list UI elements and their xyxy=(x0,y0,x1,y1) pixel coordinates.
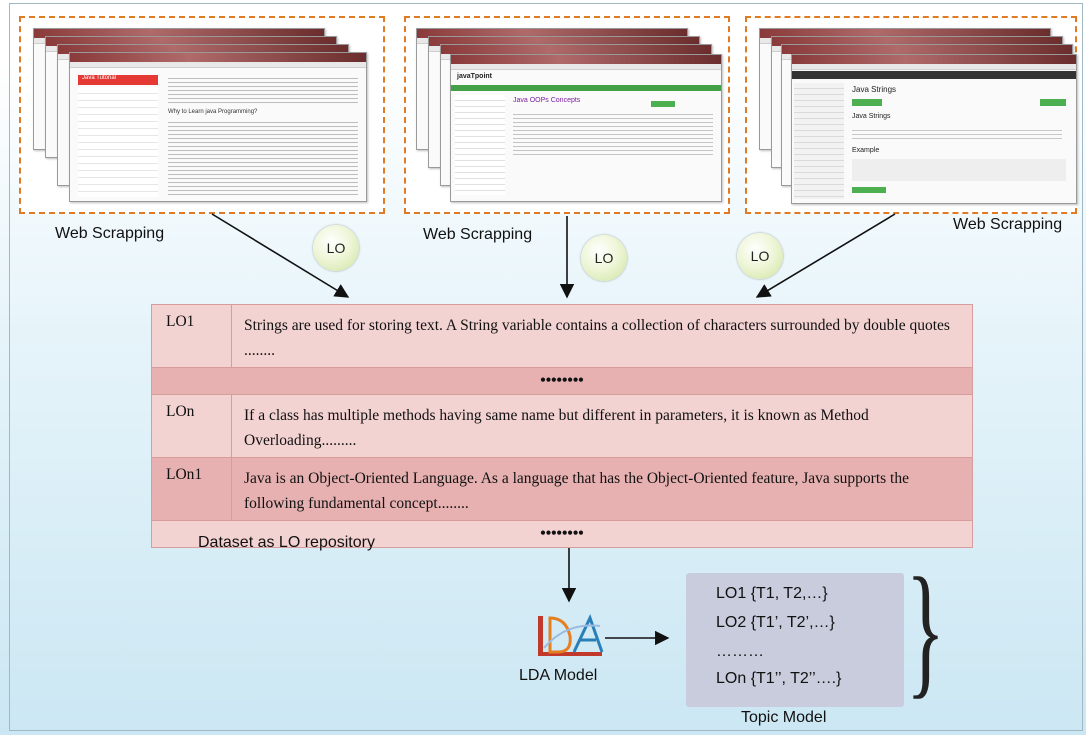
lo-badge-middle: LO xyxy=(581,235,627,281)
lo-badge-right: LO xyxy=(737,233,783,279)
table-row: LOn If a class has multiple methods havi… xyxy=(151,394,973,458)
outer-frame xyxy=(9,3,1083,731)
caption-dataset-repository: Dataset as LO repository xyxy=(198,534,375,551)
caption-web-scrapping-left: Web Scrapping xyxy=(55,225,165,242)
table-row: LO1 Strings are used for storing text. A… xyxy=(151,304,973,368)
lo-text-cell: If a class has multiple methods having s… xyxy=(231,394,973,458)
lo-id-cell: LOn1 xyxy=(151,457,232,521)
caption-lda-model: LDA Model xyxy=(519,667,598,684)
thumb-heading: Java OOPs Concepts xyxy=(513,97,581,104)
screenshot-main: Java Strings Java Strings Example xyxy=(791,54,1077,204)
arrow-left-to-repository xyxy=(211,213,350,298)
lo-repository-table: LO1 Strings are used for storing text. A… xyxy=(151,304,973,548)
separator-row: •••••••• xyxy=(151,520,973,548)
lo-text-cell: Strings are used for storing text. A Str… xyxy=(231,304,973,368)
separator-row: •••••••• xyxy=(151,367,973,395)
screenshot-main: javaTpoint Java OOPs Concepts xyxy=(450,54,722,202)
lo-text-cell: Java is an Object-Oriented Language. As … xyxy=(231,457,973,521)
caption-web-scrapping-right: Web Scrapping xyxy=(953,216,1063,233)
table-row: LOn1 Java is an Object-Oriented Language… xyxy=(151,457,973,521)
topic-line: LO2 {T1’, T2’,…} xyxy=(716,614,835,631)
topic-model-box xyxy=(686,573,904,707)
thumb-heading: Why to Learn java Programming? xyxy=(168,109,258,115)
right-brace: } xyxy=(905,548,946,712)
lda-logo-icon xyxy=(538,614,604,656)
dots-separator: •••••••• xyxy=(151,367,973,395)
thumb-example-label: Example xyxy=(852,147,880,154)
topic-line: LOn {T1’’, T2’’….} xyxy=(716,670,842,687)
caption-topic-model: Topic Model xyxy=(741,709,827,726)
screenshot-main: Java Tutorial Why to Learn java Programm… xyxy=(69,52,367,202)
topic-line: LO1 {T1, T2,…} xyxy=(716,585,828,602)
scrape-group-middle: javaTpoint Java OOPs Concepts xyxy=(404,16,730,214)
dots-separator: •••••••• xyxy=(151,520,973,548)
scrape-group-right: Java Strings Java Strings Example xyxy=(745,16,1077,214)
menu-header-text: Java Tutorial xyxy=(82,75,117,81)
scrape-group-left: Java Tutorial Why to Learn java Programm… xyxy=(19,16,385,214)
thumb-heading: Java Strings xyxy=(852,85,897,94)
lo-badge-left: LO xyxy=(313,225,359,271)
arrow-right-to-repository xyxy=(755,213,896,298)
caption-web-scrapping-middle: Web Scrapping xyxy=(423,226,533,243)
topic-line: ……… xyxy=(716,643,764,660)
thumb-subheading: Java Strings xyxy=(852,113,891,120)
brand-text: javaTpoint xyxy=(457,73,493,80)
lo-id-cell: LO1 xyxy=(151,304,232,368)
lo-id-cell: LOn xyxy=(151,394,232,458)
